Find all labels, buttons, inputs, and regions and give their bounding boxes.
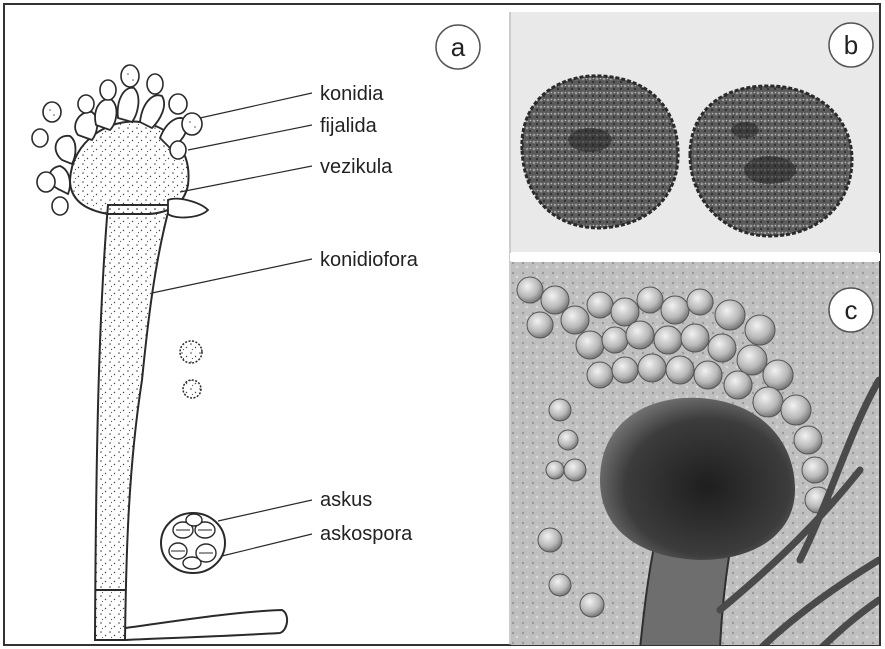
panel-letter-a: a <box>436 25 480 69</box>
panel-b <box>511 12 879 252</box>
panel-letter-b: b <box>829 23 873 67</box>
label-askospora: askospora <box>320 523 413 545</box>
svg-text:b: b <box>844 30 858 60</box>
label-vezikula: vezikula <box>320 156 393 178</box>
label-askus: askus <box>320 489 372 511</box>
label-konidiofora: konidiofora <box>320 249 419 271</box>
svg-text:c: c <box>845 295 858 325</box>
label-fijalida: fijalida <box>320 115 378 137</box>
ascospore-photo-left <box>522 76 678 228</box>
panel-c <box>511 262 879 649</box>
ascus <box>161 513 225 573</box>
panel-letter-c: c <box>829 288 873 332</box>
label-konidia: konidia <box>320 83 384 105</box>
svg-text:a: a <box>451 32 466 62</box>
